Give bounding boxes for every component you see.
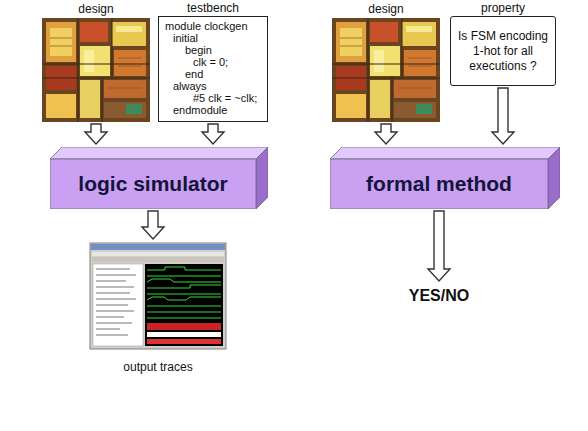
chip-die-image [42,18,150,122]
waveform-screenshot [90,243,226,349]
block-side-face [548,147,560,209]
code-line: endmodule [165,104,261,116]
waveform-screenshot [91,244,225,250]
waveform-screenshot [96,269,136,335]
code-line: always [165,80,261,92]
block-front-face [330,159,548,209]
code-frame: module clockgeninitialbeginclk = 0;endal… [158,16,268,122]
testbench-box: testbenchmodule clockgeninitialbeginclk … [158,1,268,122]
code-line: begin [165,44,261,56]
code-line: initial [165,32,261,44]
chip-die-image [332,18,440,122]
tool-name: formal method [366,172,512,196]
result-label: YES/NO [409,287,469,305]
tool-name: logic simulator [78,172,227,196]
block-arrow [142,211,164,239]
code-line: module clockgen [165,20,261,32]
waveform-screenshot [90,243,226,349]
property-box: property Is FSM encoding 1-hot for all ex… [450,1,556,86]
waveform-screenshot [145,264,223,346]
code-line: #5 clk = ~clk; [165,92,261,104]
result-text: YES/NO [389,284,489,308]
box-heading: property [481,1,525,15]
block-top-face [50,147,268,159]
tool-block-face: formal method [330,159,548,209]
code-line: clk = 0; [165,56,261,68]
property-frame: Is FSM encoding 1-hot for all executions… [450,16,556,86]
waveform-screenshot [92,257,224,262]
waveform-screenshot [93,264,143,346]
formal-method-box: formal method [330,147,560,209]
block-front-face [50,159,256,209]
node-label: design [38,2,154,16]
box-heading: testbench [187,1,239,15]
block-arrow [428,211,450,281]
block-top-face [330,147,560,159]
waveform-screenshot [92,252,224,256]
property-text: Is FSM encoding 1-hot for all executions… [457,29,549,74]
waveform-screenshot [147,332,221,337]
node-label: output traces [88,360,228,374]
chip-die-image [332,18,440,122]
chip-die-image [42,18,150,122]
output-traces-node: output traces [88,242,228,374]
block-arrow [85,124,107,144]
block-arrow [202,124,224,144]
waveform-screenshot [147,339,221,344]
design-image-node: design [328,2,444,122]
node-label: design [328,2,444,16]
code-line: end [165,68,261,80]
logic-simulator-box: logic simulator [50,147,268,209]
waveform-screenshot [147,267,221,318]
block-arrow [492,88,514,144]
waveform-screenshot [147,323,221,330]
tool-block-face: logic simulator [50,159,256,209]
block-arrow [375,124,397,144]
design-image-node: design [38,2,154,122]
block-side-face [256,147,268,209]
